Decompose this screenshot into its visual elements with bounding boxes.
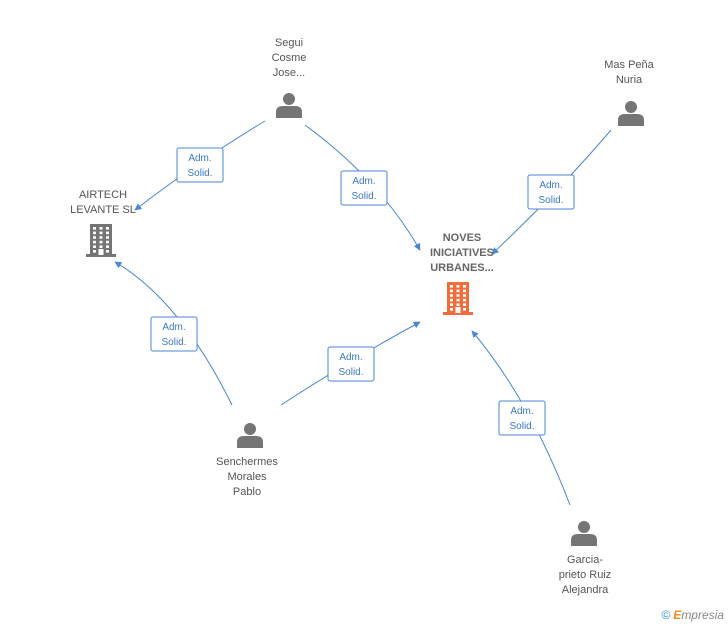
- brand-initial: E: [673, 608, 682, 622]
- node-label: Alejandra: [562, 584, 609, 596]
- edge-label-box: [498, 400, 546, 436]
- node-segui[interactable]: SeguiCosmeJose...: [272, 37, 307, 118]
- node-noves[interactable]: NOVES INICIATIVES URBANES...: [430, 232, 494, 315]
- edge-label-text: Adm.: [188, 153, 211, 164]
- edge-label-text: Solid.: [509, 421, 534, 432]
- node-label: Mas Peña: [604, 59, 654, 71]
- person-icon: [276, 93, 302, 118]
- copyright-symbol: ©: [661, 608, 671, 622]
- person-icon: [618, 101, 644, 126]
- edge-label-box: [340, 170, 388, 206]
- node-label: Nuria: [616, 74, 643, 86]
- node-label: Pablo: [233, 486, 261, 498]
- node-label: URBANES...: [430, 262, 494, 274]
- edge-label-box: [527, 174, 575, 210]
- node-label: Segui: [275, 37, 303, 49]
- node-label: Jose...: [273, 67, 305, 79]
- edge-senchermes-noves: Adm. Solid.: [280, 321, 421, 406]
- node-airtech[interactable]: AIRTECH LEVANTE SL: [70, 189, 136, 257]
- building-icon: [86, 224, 116, 257]
- edge-label-text: Adm.: [539, 180, 562, 191]
- node-label: Morales: [227, 471, 267, 483]
- edge-label[interactable]: Adm. Solid.: [327, 346, 375, 382]
- edge-label[interactable]: Adm. Solid.: [527, 174, 575, 210]
- edge-segui-airtech: Adm. Solid.: [134, 120, 266, 211]
- building-icon: [443, 282, 473, 315]
- node-label: prieto Ruiz: [559, 569, 612, 581]
- edge-label-box: [327, 346, 375, 382]
- edge-label-box: [176, 147, 224, 183]
- person-icon: [571, 521, 597, 546]
- edge-label-text: Solid.: [351, 191, 376, 202]
- edge-label-text: Adm.: [162, 322, 185, 333]
- node-label: INICIATIVES: [430, 247, 494, 259]
- node-label: AIRTECH: [79, 189, 127, 201]
- edge-segui-noves: Adm. Solid.: [304, 124, 421, 251]
- edge-garcia-noves: Adm. Solid.: [471, 330, 571, 506]
- node-label: Cosme: [272, 52, 307, 64]
- edge-label[interactable]: Adm. Solid.: [150, 316, 198, 352]
- edge-label-text: Adm.: [510, 406, 533, 417]
- edge-mas-noves: Adm. Solid.: [491, 129, 612, 255]
- edge-label-text: Adm.: [352, 176, 375, 187]
- brand-name: mpresia: [681, 608, 724, 622]
- edge-label-text: Solid.: [338, 367, 363, 378]
- edge-label-text: Solid.: [161, 337, 186, 348]
- edge-label[interactable]: Adm. Solid.: [498, 400, 546, 436]
- node-label: NOVES: [443, 232, 482, 244]
- edge-label-text: Solid.: [187, 168, 212, 179]
- edge-label[interactable]: Adm. Solid.: [176, 147, 224, 183]
- node-label: Senchermes: [216, 456, 278, 468]
- empresia-logo[interactable]: ©Empresia: [661, 608, 724, 622]
- node-label: Garcia-: [567, 554, 603, 566]
- edge-label-box: [150, 316, 198, 352]
- edge-label-text: Adm.: [339, 352, 362, 363]
- edge-label-text: Solid.: [538, 195, 563, 206]
- edge-senchermes-airtech: Adm. Solid.: [114, 261, 233, 406]
- person-icon: [237, 423, 263, 448]
- edge-label[interactable]: Adm. Solid.: [340, 170, 388, 206]
- node-label: LEVANTE SL: [70, 204, 136, 216]
